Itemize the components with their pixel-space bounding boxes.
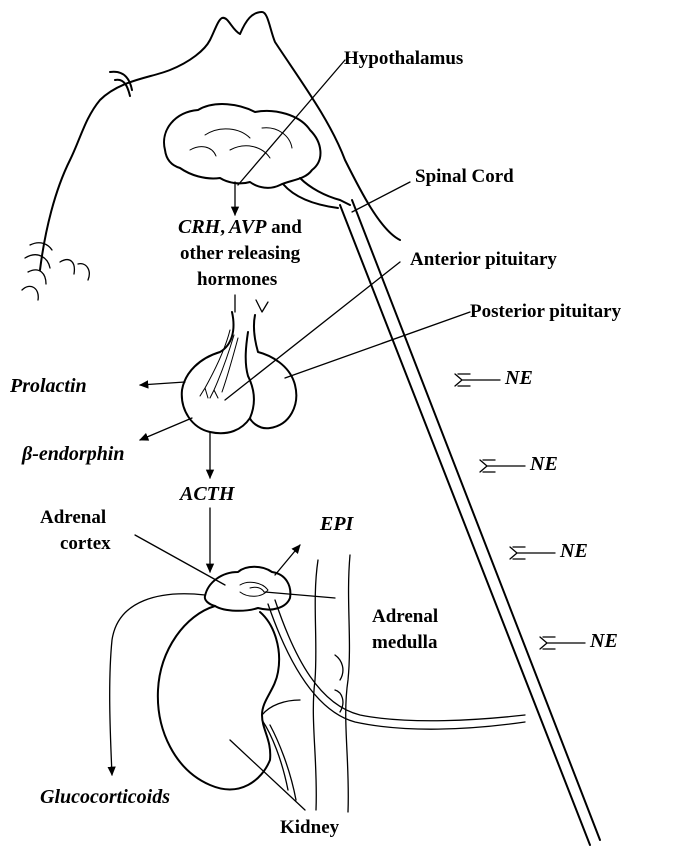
adrenal-cortex-label-1: Adrenal [40,507,106,528]
kidney-hilum [262,700,300,800]
beta-endorphin-arrow [140,418,192,440]
adrenal-medulla-label-1: Adrenal [372,606,438,627]
prolactin-arrow [140,382,185,385]
posterior-pituitary-pointer [285,312,470,378]
kidney-pointer [230,740,305,810]
releasing-hormones-line2: other releasing [180,243,301,264]
adrenal-gland [205,567,291,611]
releasing-hormones-line1: CRH,AVP and [178,216,302,238]
brain-folds [190,128,292,158]
avp-label: AVP [227,216,267,238]
hypothalamus-pointer [238,60,345,185]
acth-label: ACTH [178,483,236,505]
adrenal-cortex-pointer [135,535,225,585]
aorta-vena-cava [313,555,350,812]
face-marks [22,243,89,300]
spinal-cord-pointer [352,182,410,212]
adrenal-medulla-pointer [265,592,335,598]
brainstem [283,178,350,208]
spinal-cord-label: Spinal Cord [415,166,514,187]
glucocorticoids-arrow [110,594,205,775]
adrenal-medulla-label-2: medulla [372,632,438,653]
anterior-pituitary-label: Anterior pituitary [410,249,557,270]
posterior-pituitary-label: Posterior pituitary [470,301,622,322]
comma-label: , [220,217,225,238]
ne-label-4: NE [589,630,618,652]
spinal-cord [340,200,600,845]
portal-vessels [200,330,238,398]
posterior-pituitary-shape [250,315,296,428]
beta-endorphin-label: β-endorphin [21,443,125,465]
ear-marks [110,72,132,96]
epi-arrow [275,545,300,575]
crh-label: CRH [178,216,222,238]
ne-label-2: NE [529,453,558,475]
hypothalamus-label: Hypothalamus [344,48,463,69]
releasing-hormones-line3: hormones [197,269,277,290]
glucocorticoids-label: Glucocorticoids [40,786,170,808]
kidney [158,606,279,789]
ne-label-1: NE [504,367,533,389]
and-label: and [266,217,302,238]
prolactin-label: Prolactin [9,375,87,397]
adrenal-medulla-detail [240,582,268,596]
pituitary-stalk-marks [256,300,268,312]
epi-label: EPI [319,513,355,535]
anterior-pituitary-shape [182,312,254,433]
adrenal-cortex-label-2: cortex [60,533,111,554]
ne-label-3: NE [559,540,588,562]
ne-endings [455,374,585,649]
kidney-label: Kidney [280,817,340,838]
